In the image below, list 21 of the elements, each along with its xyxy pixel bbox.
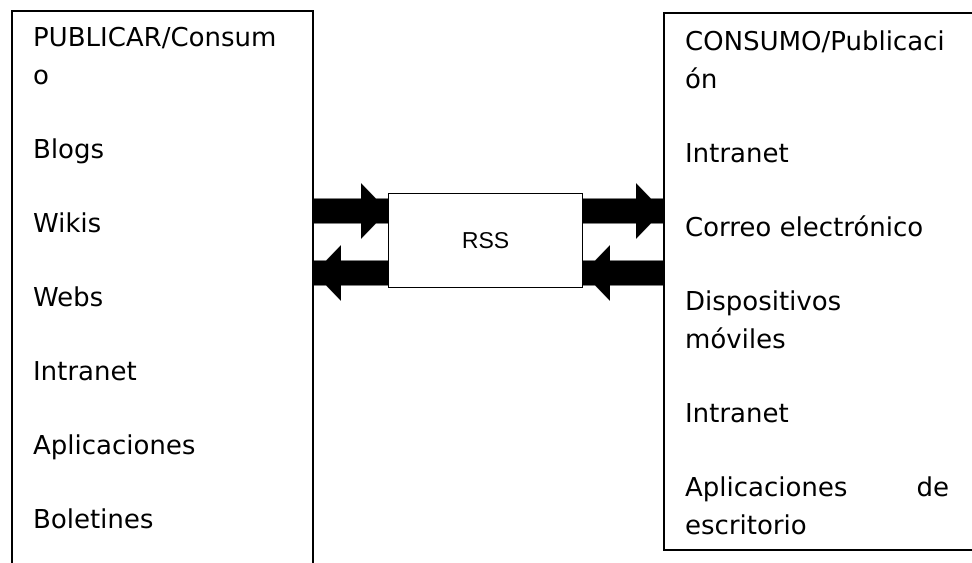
list-item: Correo electrónico (685, 212, 924, 245)
list-item: Intranet (33, 356, 138, 389)
list-item: Wikis (33, 208, 102, 241)
block-arrow (583, 183, 663, 239)
list-item: Intranet (685, 138, 790, 171)
block-arrow (314, 183, 388, 239)
list-item: Webs (33, 282, 104, 315)
list-heading: PUBLICAR/Consumo (33, 22, 278, 93)
block-arrow (314, 245, 388, 301)
list-item: Aplicaciones (33, 430, 196, 463)
target-list-box (663, 12, 972, 551)
block-arrow (583, 245, 663, 301)
list-item: Blogs (33, 134, 106, 167)
source-list-box (11, 10, 314, 563)
process-box (388, 193, 583, 288)
list-item: Boletines (33, 504, 154, 537)
box-label: RSS (462, 227, 510, 254)
list-heading: CONSUMO/Publicación (685, 26, 946, 97)
list-item: Intranet (685, 398, 790, 431)
list-item: Dispositivos móviles (685, 286, 842, 357)
list-item: Aplicaciones de escritorio (685, 472, 949, 543)
